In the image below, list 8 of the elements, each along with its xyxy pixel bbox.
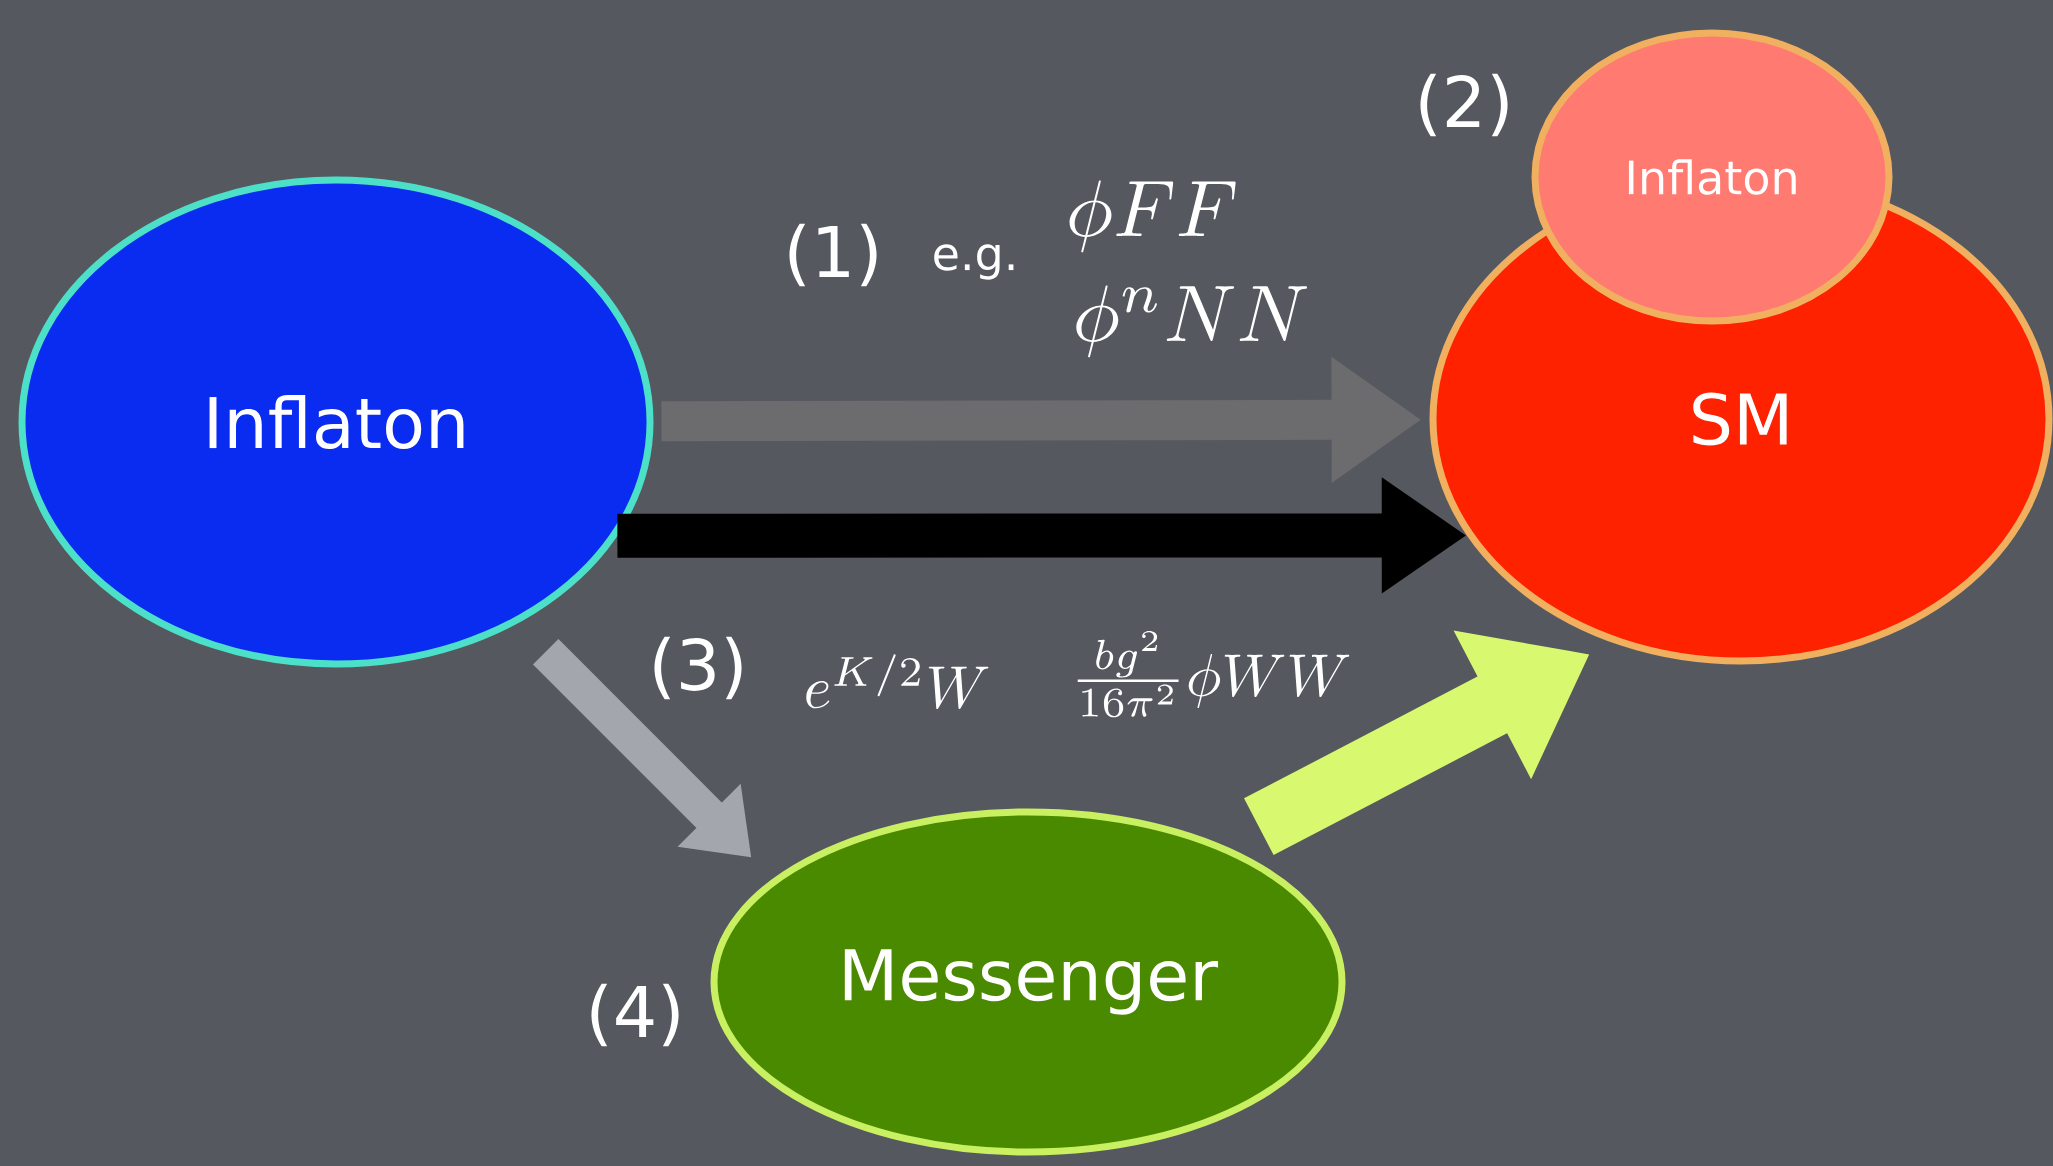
formula: $e^{K/2} W$ [806, 654, 989, 709]
formula: $\frac{b g^2}{16\pi^2}\phi W W$ [1077, 630, 1350, 718]
edge-label: (1) [781, 221, 885, 289]
formula: $\phi^n N N$ [1076, 285, 1308, 358]
note: e.g. [934, 244, 1014, 280]
callout-number: (2) [1420, 73, 1508, 137]
formula: $\phi F F$ [1069, 180, 1236, 253]
callout-number: (4) [591, 983, 679, 1047]
